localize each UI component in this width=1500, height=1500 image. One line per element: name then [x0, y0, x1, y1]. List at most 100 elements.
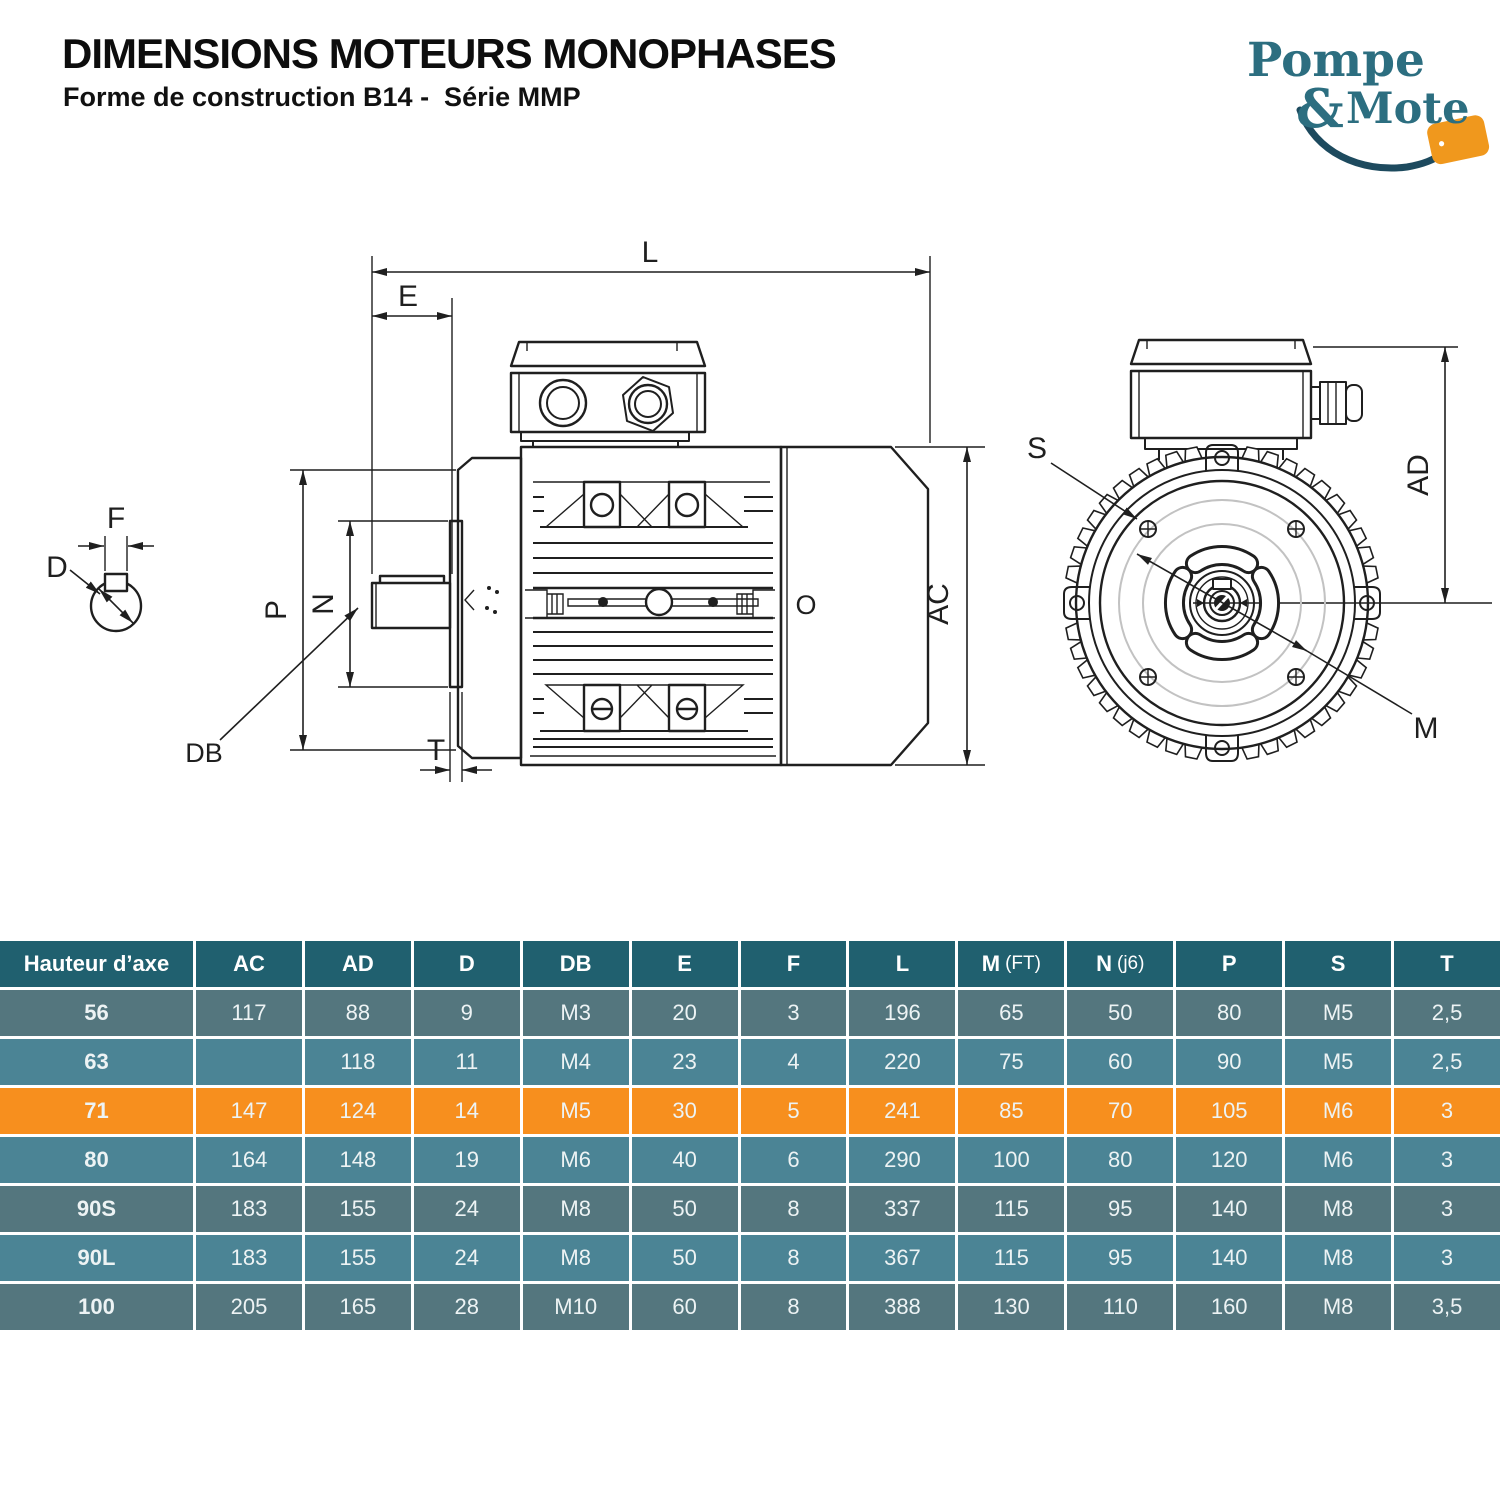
- fin-tooth: [1184, 446, 1203, 462]
- cell-80-l: 290: [849, 1137, 956, 1183]
- cell-71-t: 3: [1394, 1088, 1500, 1134]
- dimension-label-s: S: [1027, 432, 1047, 465]
- fin-tooth: [1076, 527, 1096, 547]
- cell-90s-ad: 155: [304, 1186, 411, 1232]
- cell-90s-f: 8: [740, 1186, 847, 1232]
- cell-80-f: 6: [740, 1137, 847, 1183]
- cell-90l-l: 367: [849, 1235, 956, 1281]
- cell-56-n: 50: [1067, 990, 1174, 1036]
- dimension-ac: AC: [895, 446, 985, 766]
- cell-71-s: M6: [1285, 1088, 1392, 1134]
- cell-90s-e: 50: [631, 1186, 738, 1232]
- cell-56-s: M5: [1285, 990, 1392, 1036]
- fin-tooth: [1259, 738, 1280, 756]
- cell-63-f: 4: [740, 1039, 847, 1085]
- fin-tooth: [1146, 457, 1166, 477]
- cell-56-ad: 88: [304, 990, 411, 1036]
- cell-63-t: 2,5: [1394, 1039, 1500, 1085]
- col-header-t: T: [1394, 941, 1500, 987]
- col-header-n: N(j6): [1067, 941, 1174, 987]
- cell-63-ac: [196, 1039, 302, 1085]
- cell-90s-ac: 183: [196, 1186, 302, 1232]
- fin-tooth: [1098, 692, 1119, 713]
- cell-71-f: 5: [740, 1088, 847, 1134]
- terminal-box-front: [1129, 338, 1363, 460]
- cell-71-l: 241: [849, 1088, 956, 1134]
- cell-56-p: 80: [1176, 990, 1283, 1036]
- cell-63-s: M5: [1285, 1039, 1392, 1085]
- cable-gland-nut: [622, 376, 674, 432]
- cell-80-d: 19: [413, 1137, 520, 1183]
- cell-71-db: M5: [522, 1088, 629, 1134]
- fin-tooth: [1065, 565, 1081, 584]
- cooling-fins: [533, 496, 773, 748]
- col-header-m: M(FT): [958, 941, 1065, 987]
- cell-80-e: 40: [631, 1137, 738, 1183]
- flange-circle: [1098, 479, 1346, 727]
- row-label-80: 80: [0, 1137, 193, 1183]
- cell-90l-ad: 155: [304, 1235, 411, 1281]
- cell-90l-n: 95: [1067, 1235, 1174, 1281]
- flange-spigot: [448, 519, 464, 689]
- dimension-label-o: O: [795, 590, 816, 620]
- cell-63-e: 23: [631, 1039, 738, 1085]
- cell-80-db: M6: [522, 1137, 629, 1183]
- cell-90l-m: 115: [958, 1235, 1065, 1281]
- fin-tooth: [1357, 640, 1375, 661]
- keyway-front: [1212, 578, 1232, 590]
- fin-tooth: [1086, 676, 1106, 697]
- fin-tooth: [1128, 467, 1149, 487]
- cell-100-s: M8: [1285, 1284, 1392, 1330]
- cell-63-ad: 118: [304, 1039, 411, 1085]
- dimension-label-d: D: [46, 551, 68, 584]
- cell-90l-d: 24: [413, 1235, 520, 1281]
- row-label-71: 71: [0, 1088, 193, 1134]
- cell-90l-f: 8: [740, 1235, 847, 1281]
- dimension-label-f: F: [107, 502, 125, 535]
- motor-side-view: L E: [185, 236, 985, 782]
- cell-100-m: 130: [958, 1284, 1065, 1330]
- cell-56-db: M3: [522, 990, 629, 1036]
- dimension-label-ad: AD: [1402, 454, 1435, 496]
- row-label-63: 63: [0, 1039, 193, 1085]
- cell-90s-db: M8: [522, 1186, 629, 1232]
- clover-slots: [1163, 544, 1281, 662]
- dimension-label-p: P: [260, 600, 293, 620]
- col-header-f: F: [740, 941, 847, 987]
- cell-100-e: 60: [631, 1284, 738, 1330]
- dimension-ad: AD: [1313, 346, 1458, 603]
- flange-holes: [1139, 520, 1305, 686]
- dimension-l: L: [371, 236, 931, 574]
- cell-80-ad: 148: [304, 1137, 411, 1183]
- cell-71-ac: 147: [196, 1088, 302, 1134]
- col-header-d: D: [413, 941, 520, 987]
- fin-tooth: [1112, 479, 1133, 500]
- col-header-l: L: [849, 941, 956, 987]
- col-header-s: S: [1285, 941, 1392, 987]
- motor-front-view: S AD M: [1027, 338, 1492, 762]
- fin-tooth: [1338, 676, 1358, 697]
- col-header-db: DB: [522, 941, 629, 987]
- dimension-label-ac: AC: [922, 583, 955, 625]
- cell-100-db: M10: [522, 1284, 629, 1330]
- fin-tooth: [1069, 545, 1087, 566]
- cell-71-d: 14: [413, 1088, 520, 1134]
- cell-56-f: 3: [740, 990, 847, 1036]
- fin-tooth: [1146, 729, 1166, 749]
- cell-90l-p: 140: [1176, 1235, 1283, 1281]
- shaft-end: [1189, 570, 1255, 636]
- cell-90l-ac: 183: [196, 1235, 302, 1281]
- dimension-label-n: N: [307, 593, 340, 615]
- dimension-label-e: E: [398, 280, 418, 313]
- cell-56-ac: 117: [196, 990, 302, 1036]
- cell-100-l: 388: [849, 1284, 956, 1330]
- fin-tooth: [1164, 450, 1185, 468]
- dimension-label-m: M: [1414, 712, 1439, 745]
- cell-71-e: 30: [631, 1088, 738, 1134]
- fin-tooth: [1363, 622, 1379, 641]
- col-header-hauteur-axe: Hauteur d’axe: [0, 941, 193, 987]
- dimension-t: T: [420, 692, 492, 782]
- fin-tooth: [1184, 744, 1203, 760]
